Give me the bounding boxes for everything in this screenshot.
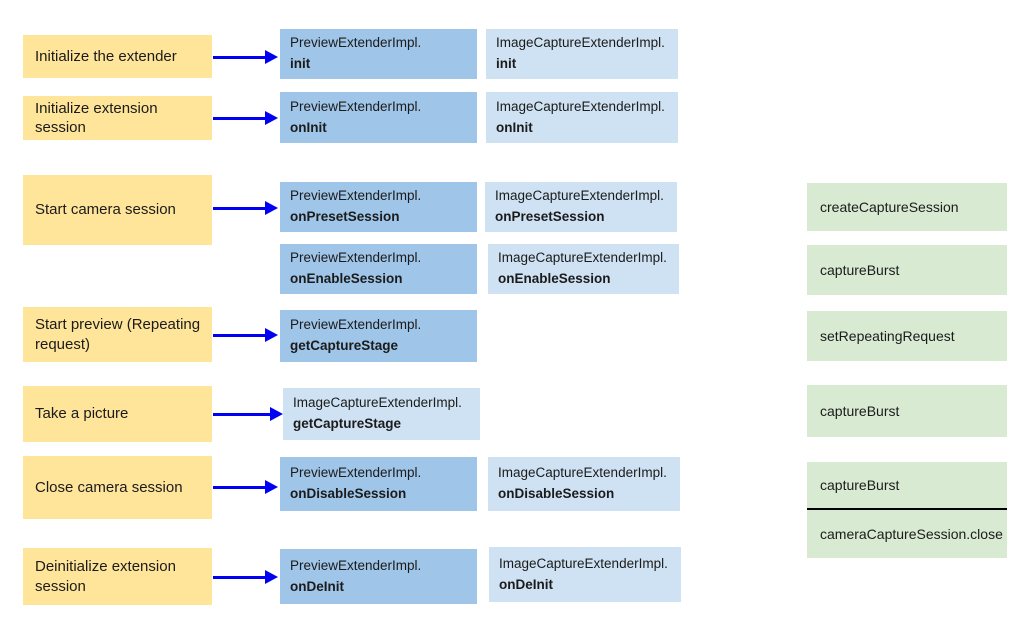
step-label: Start camera session [35, 201, 176, 219]
arrow-shaft [213, 206, 268, 210]
method-name: onDeInit [499, 576, 553, 592]
method-box-imagecapture-onenablesession: ImageCaptureExtenderImpl. onEnableSession [488, 244, 679, 294]
class-name: ImageCaptureExtenderImpl. [495, 188, 664, 204]
api-label: setRepeatingRequest [820, 328, 955, 344]
flow-arrow-icon [213, 480, 278, 494]
method-name: getCaptureStage [293, 416, 402, 431]
method-box-preview-onpresetsession: PreviewExtenderImpl. onPresetSession [280, 182, 477, 232]
api-box-cameracapturesession-close: cameraCaptureSession.close [807, 508, 1007, 558]
api-label: cameraCaptureSession.close [820, 526, 1003, 542]
flow-arrow-icon [213, 570, 278, 584]
method-box-preview-init: PreviewExtenderImpl. init [280, 29, 477, 79]
method-name: onEnableSession [290, 271, 403, 286]
arrow-shaft [213, 575, 268, 579]
step-box-start-preview: Start preview (Repeating request) [23, 307, 212, 362]
api-label: captureBurst [820, 262, 900, 278]
method-name: onPresetSession [290, 209, 400, 224]
method-box-preview-ondeinit: PreviewExtenderImpl. onDeInit [280, 549, 477, 604]
class-name: ImageCaptureExtenderImpl. [496, 98, 665, 114]
method-name: onPresetSession [495, 209, 605, 224]
step-label: Initialize the extender [35, 47, 177, 65]
step-box-start-camera-session: Start camera session [23, 175, 212, 245]
class-name: PreviewExtenderImpl. [290, 317, 422, 333]
step-label: Deinitialize extension session [35, 558, 176, 595]
api-box-captureburst-3: captureBurst [807, 462, 1007, 508]
api-label: createCaptureSession [820, 199, 959, 215]
method-name: onDisableSession [498, 486, 615, 501]
arrow-head-icon [265, 50, 278, 64]
method-name: onInit [290, 119, 327, 135]
api-box-createcapturesession: createCaptureSession [807, 183, 1007, 231]
step-label: Take a picture [35, 405, 129, 423]
class-name: PreviewExtenderImpl. [290, 188, 422, 204]
arrow-shaft [213, 55, 268, 59]
arrow-shaft [213, 412, 273, 416]
arrow-shaft [213, 116, 268, 120]
arrow-shaft [213, 333, 268, 337]
api-label: captureBurst [820, 403, 900, 419]
step-label: Start preview (Repeating request) [35, 316, 201, 353]
class-name: ImageCaptureExtenderImpl. [498, 250, 667, 266]
class-name: PreviewExtenderImpl. [290, 465, 422, 481]
api-box-captureburst-1: captureBurst [807, 245, 1007, 295]
flow-arrow-icon [213, 111, 278, 125]
class-name: PreviewExtenderImpl. [290, 35, 422, 51]
method-box-preview-oninit: PreviewExtenderImpl. onInit [280, 92, 477, 143]
method-box-imagecapture-ondeinit: ImageCaptureExtenderImpl. onDeInit [489, 547, 681, 602]
method-box-imagecapture-onpresetsession: ImageCaptureExtenderImpl. onPresetSession [485, 182, 677, 232]
api-box-captureburst-2: captureBurst [807, 385, 1007, 437]
method-name: init [496, 56, 517, 71]
step-box-initialize-extension-session: Initialize extension session [23, 96, 212, 140]
step-box-take-a-picture: Take a picture [23, 386, 212, 442]
class-name: ImageCaptureExtenderImpl. [496, 35, 665, 51]
flow-arrow-icon [213, 407, 283, 421]
method-name: onInit [496, 119, 533, 135]
method-name: init [290, 56, 311, 71]
step-label: Close camera session [35, 478, 183, 496]
step-label: Initialize extension session [35, 99, 158, 137]
method-box-preview-onenablesession: PreviewExtenderImpl. onEnableSession [280, 244, 477, 294]
arrow-shaft [213, 485, 268, 489]
class-name: ImageCaptureExtenderImpl. [498, 465, 667, 481]
flow-arrow-icon [213, 50, 278, 64]
method-box-preview-getcapturestage: PreviewExtenderImpl. getCaptureStage [280, 310, 477, 362]
step-box-deinitialize-extension-session: Deinitialize extension session [23, 548, 212, 605]
class-name: ImageCaptureExtenderImpl. [293, 395, 462, 411]
arrow-head-icon [265, 480, 278, 494]
method-name: getCaptureStage [290, 338, 399, 353]
arrow-head-icon [270, 407, 283, 421]
arrow-head-icon [265, 328, 278, 342]
step-box-initialize-extender: Initialize the extender [23, 35, 212, 78]
method-name: onDisableSession [290, 486, 407, 501]
method-box-preview-ondisablesession: PreviewExtenderImpl. onDisableSession [280, 457, 477, 511]
arrow-head-icon [265, 111, 278, 125]
class-name: PreviewExtenderImpl. [290, 98, 422, 114]
method-box-imagecapture-getcapturestage: ImageCaptureExtenderImpl. getCaptureStage [283, 388, 480, 440]
method-box-imagecapture-ondisablesession: ImageCaptureExtenderImpl. onDisableSessio… [488, 457, 680, 511]
flow-arrow-icon [213, 201, 278, 215]
arrow-head-icon [265, 201, 278, 215]
flow-arrow-icon [213, 328, 278, 342]
method-box-imagecapture-oninit: ImageCaptureExtenderImpl. onInit [486, 92, 678, 143]
method-name: onEnableSession [498, 271, 611, 286]
class-name: PreviewExtenderImpl. [290, 557, 422, 573]
method-name: onDeInit [290, 578, 344, 594]
class-name: PreviewExtenderImpl. [290, 250, 422, 266]
step-box-close-camera-session: Close camera session [23, 456, 212, 519]
api-label: captureBurst [820, 477, 900, 493]
class-name: ImageCaptureExtenderImpl. [499, 555, 668, 571]
arrow-head-icon [265, 570, 278, 584]
method-box-imagecapture-init: ImageCaptureExtenderImpl. init [486, 29, 678, 79]
api-box-setrepeatingrequest: setRepeatingRequest [807, 311, 1007, 361]
